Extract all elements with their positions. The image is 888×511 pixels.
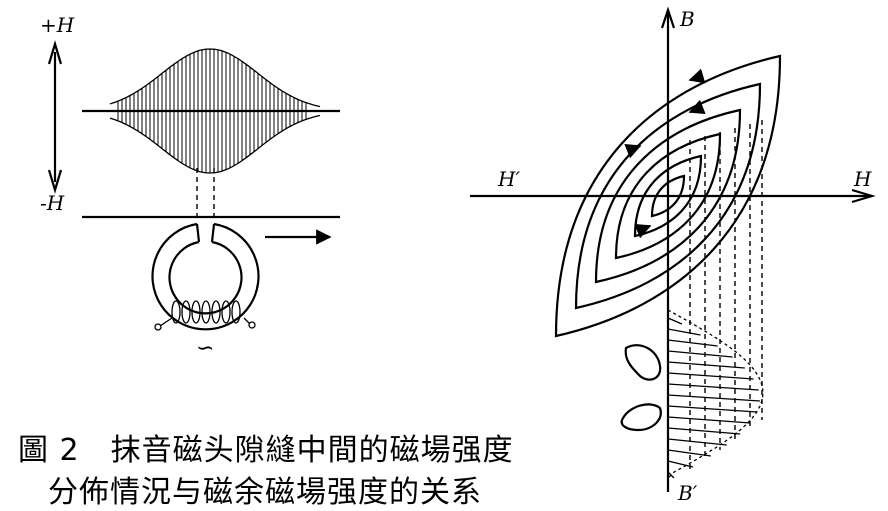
distribution-stroke <box>667 394 760 402</box>
envelope-lower <box>109 114 321 174</box>
hysteresis-loop <box>633 154 703 238</box>
distribution-stroke <box>667 383 759 391</box>
distribution-stroke <box>667 350 733 358</box>
envelope-upper <box>109 48 321 108</box>
gap-pole-lower <box>620 403 662 432</box>
head-coil <box>154 300 256 331</box>
coil-turn <box>221 300 231 324</box>
distribution-envelope <box>667 309 764 490</box>
hysteresis-loop <box>650 174 686 218</box>
label-plus-h: +H <box>40 13 75 37</box>
coil-turn <box>211 300 221 324</box>
coil-turn <box>191 300 201 324</box>
coil-turn <box>201 300 211 324</box>
terminal-left <box>154 323 162 331</box>
terminal-right <box>248 321 256 329</box>
label-h-prime: H′ <box>497 167 520 191</box>
decaying-oscillation <box>109 48 321 174</box>
coil-turn <box>181 300 191 324</box>
loop-direction-arrow <box>688 68 706 84</box>
coil-turn <box>231 300 241 324</box>
distribution-stroke <box>667 405 758 413</box>
caption-line-1: 圖 2 抹音磁头隙縫中間的磁場强度 <box>18 433 514 468</box>
ac-source-symbol: ∽ <box>196 336 214 361</box>
loop-direction-arrow <box>624 143 642 159</box>
distribution-stroke <box>667 438 727 446</box>
erase-head <box>151 222 260 331</box>
hysteresis-loop <box>554 54 782 338</box>
hysteresis-loop <box>594 108 742 284</box>
distribution-stroke <box>667 328 701 336</box>
label-b: B <box>679 7 695 31</box>
hysteresis-loop <box>574 82 762 310</box>
label-b-prime: B′ <box>677 481 698 505</box>
distribution-stroke <box>667 317 683 325</box>
label-minus-h: -H <box>40 191 65 215</box>
right-diagram: B H′ H B′ <box>470 6 876 505</box>
distribution-stroke <box>667 416 751 424</box>
caption-line-2: 分佈情況与磁余磁場强度的关系 <box>48 475 482 510</box>
distribution-stroke <box>667 460 694 468</box>
distribution-stroke <box>667 449 711 457</box>
distribution-stroke <box>667 339 718 347</box>
coil-lead-left <box>159 317 173 327</box>
loop-direction-arrow <box>634 223 652 239</box>
loop-direction-arrow <box>688 99 706 115</box>
left-diagram: +H -H ∽ <box>40 13 340 361</box>
coil-turn <box>171 300 181 324</box>
label-h: H <box>853 167 872 191</box>
distribution-stroke <box>667 471 675 479</box>
field-distribution <box>667 309 764 490</box>
field-range-arrow <box>47 40 63 194</box>
distribution-stroke <box>667 361 745 369</box>
gap-pole-upper <box>624 344 662 381</box>
distribution-stroke <box>667 427 741 435</box>
distribution-stroke <box>667 372 754 380</box>
